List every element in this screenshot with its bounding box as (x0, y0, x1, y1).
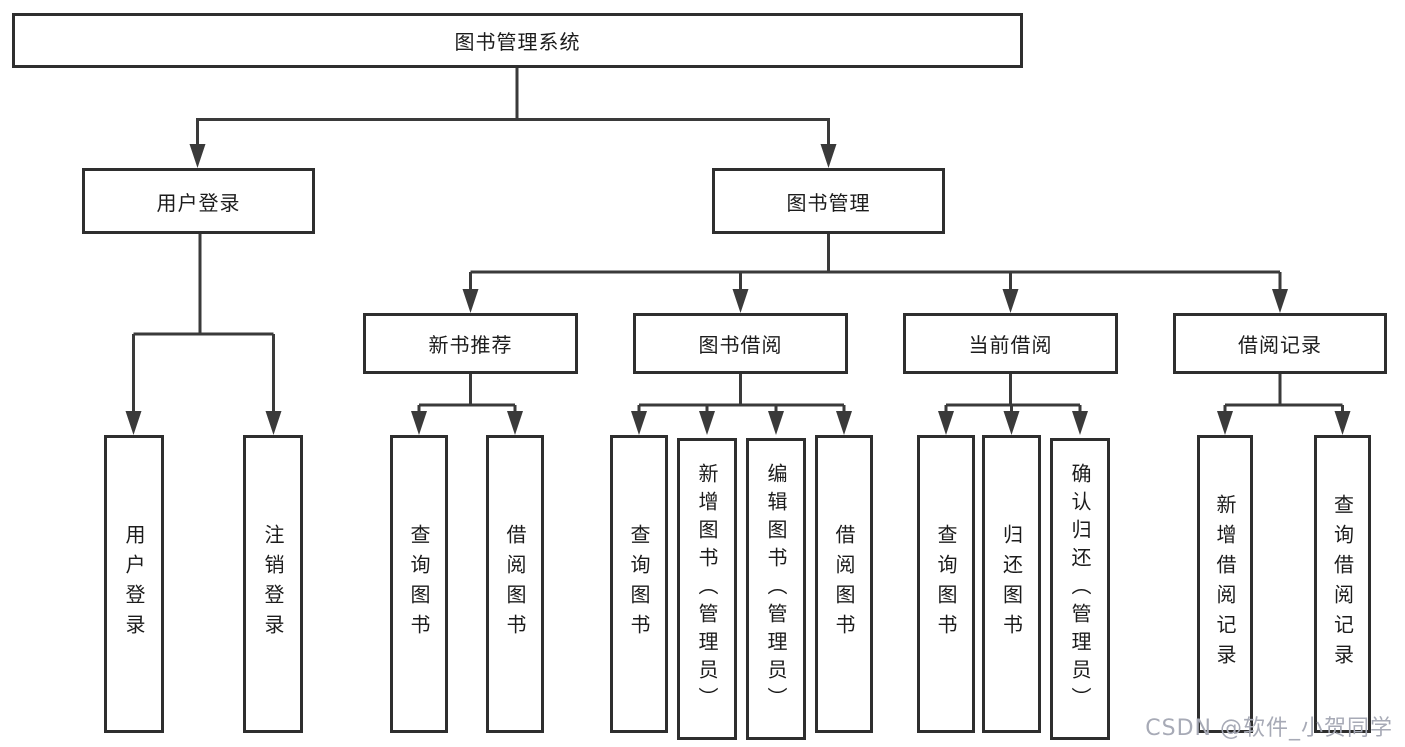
node-book-borrowing: 图书借阅 (633, 313, 848, 374)
node-current-borrowing: 当前借阅 (903, 313, 1118, 374)
node-leaf-borrow-books-borrowing: 借阅图书 (815, 435, 873, 733)
node-book-management: 图书管理 (712, 168, 945, 234)
node-new-book-recommendation: 新书推荐 (363, 313, 578, 374)
node-leaf-user-login: 用户登录 (104, 435, 164, 733)
watermark: CSDN @软件_小贺同学 (1145, 716, 1393, 741)
node-leaf-query-books-recommend: 查询图书 (390, 435, 448, 733)
node-root: 图书管理系统 (12, 13, 1023, 68)
node-leaf-return-books: 归还图书 (982, 435, 1041, 733)
node-borrowing-records: 借阅记录 (1173, 313, 1387, 374)
node-user-login: 用户登录 (82, 168, 315, 234)
node-leaf-edit-books-admin: 编辑图书（管理员） (746, 438, 806, 740)
node-leaf-query-books-borrowing: 查询图书 (610, 435, 668, 733)
node-leaf-confirm-return-admin: 确认归还（管理员） (1050, 438, 1110, 740)
node-leaf-query-books-current: 查询图书 (917, 435, 975, 733)
node-leaf-add-borrow-record: 新增借阅记录 (1197, 435, 1253, 733)
node-leaf-logout: 注销登录 (243, 435, 303, 733)
node-leaf-add-books-admin: 新增图书（管理员） (677, 438, 737, 740)
node-leaf-borrow-books-recommend: 借阅图书 (486, 435, 544, 733)
node-leaf-query-borrow-record: 查询借阅记录 (1314, 435, 1371, 733)
